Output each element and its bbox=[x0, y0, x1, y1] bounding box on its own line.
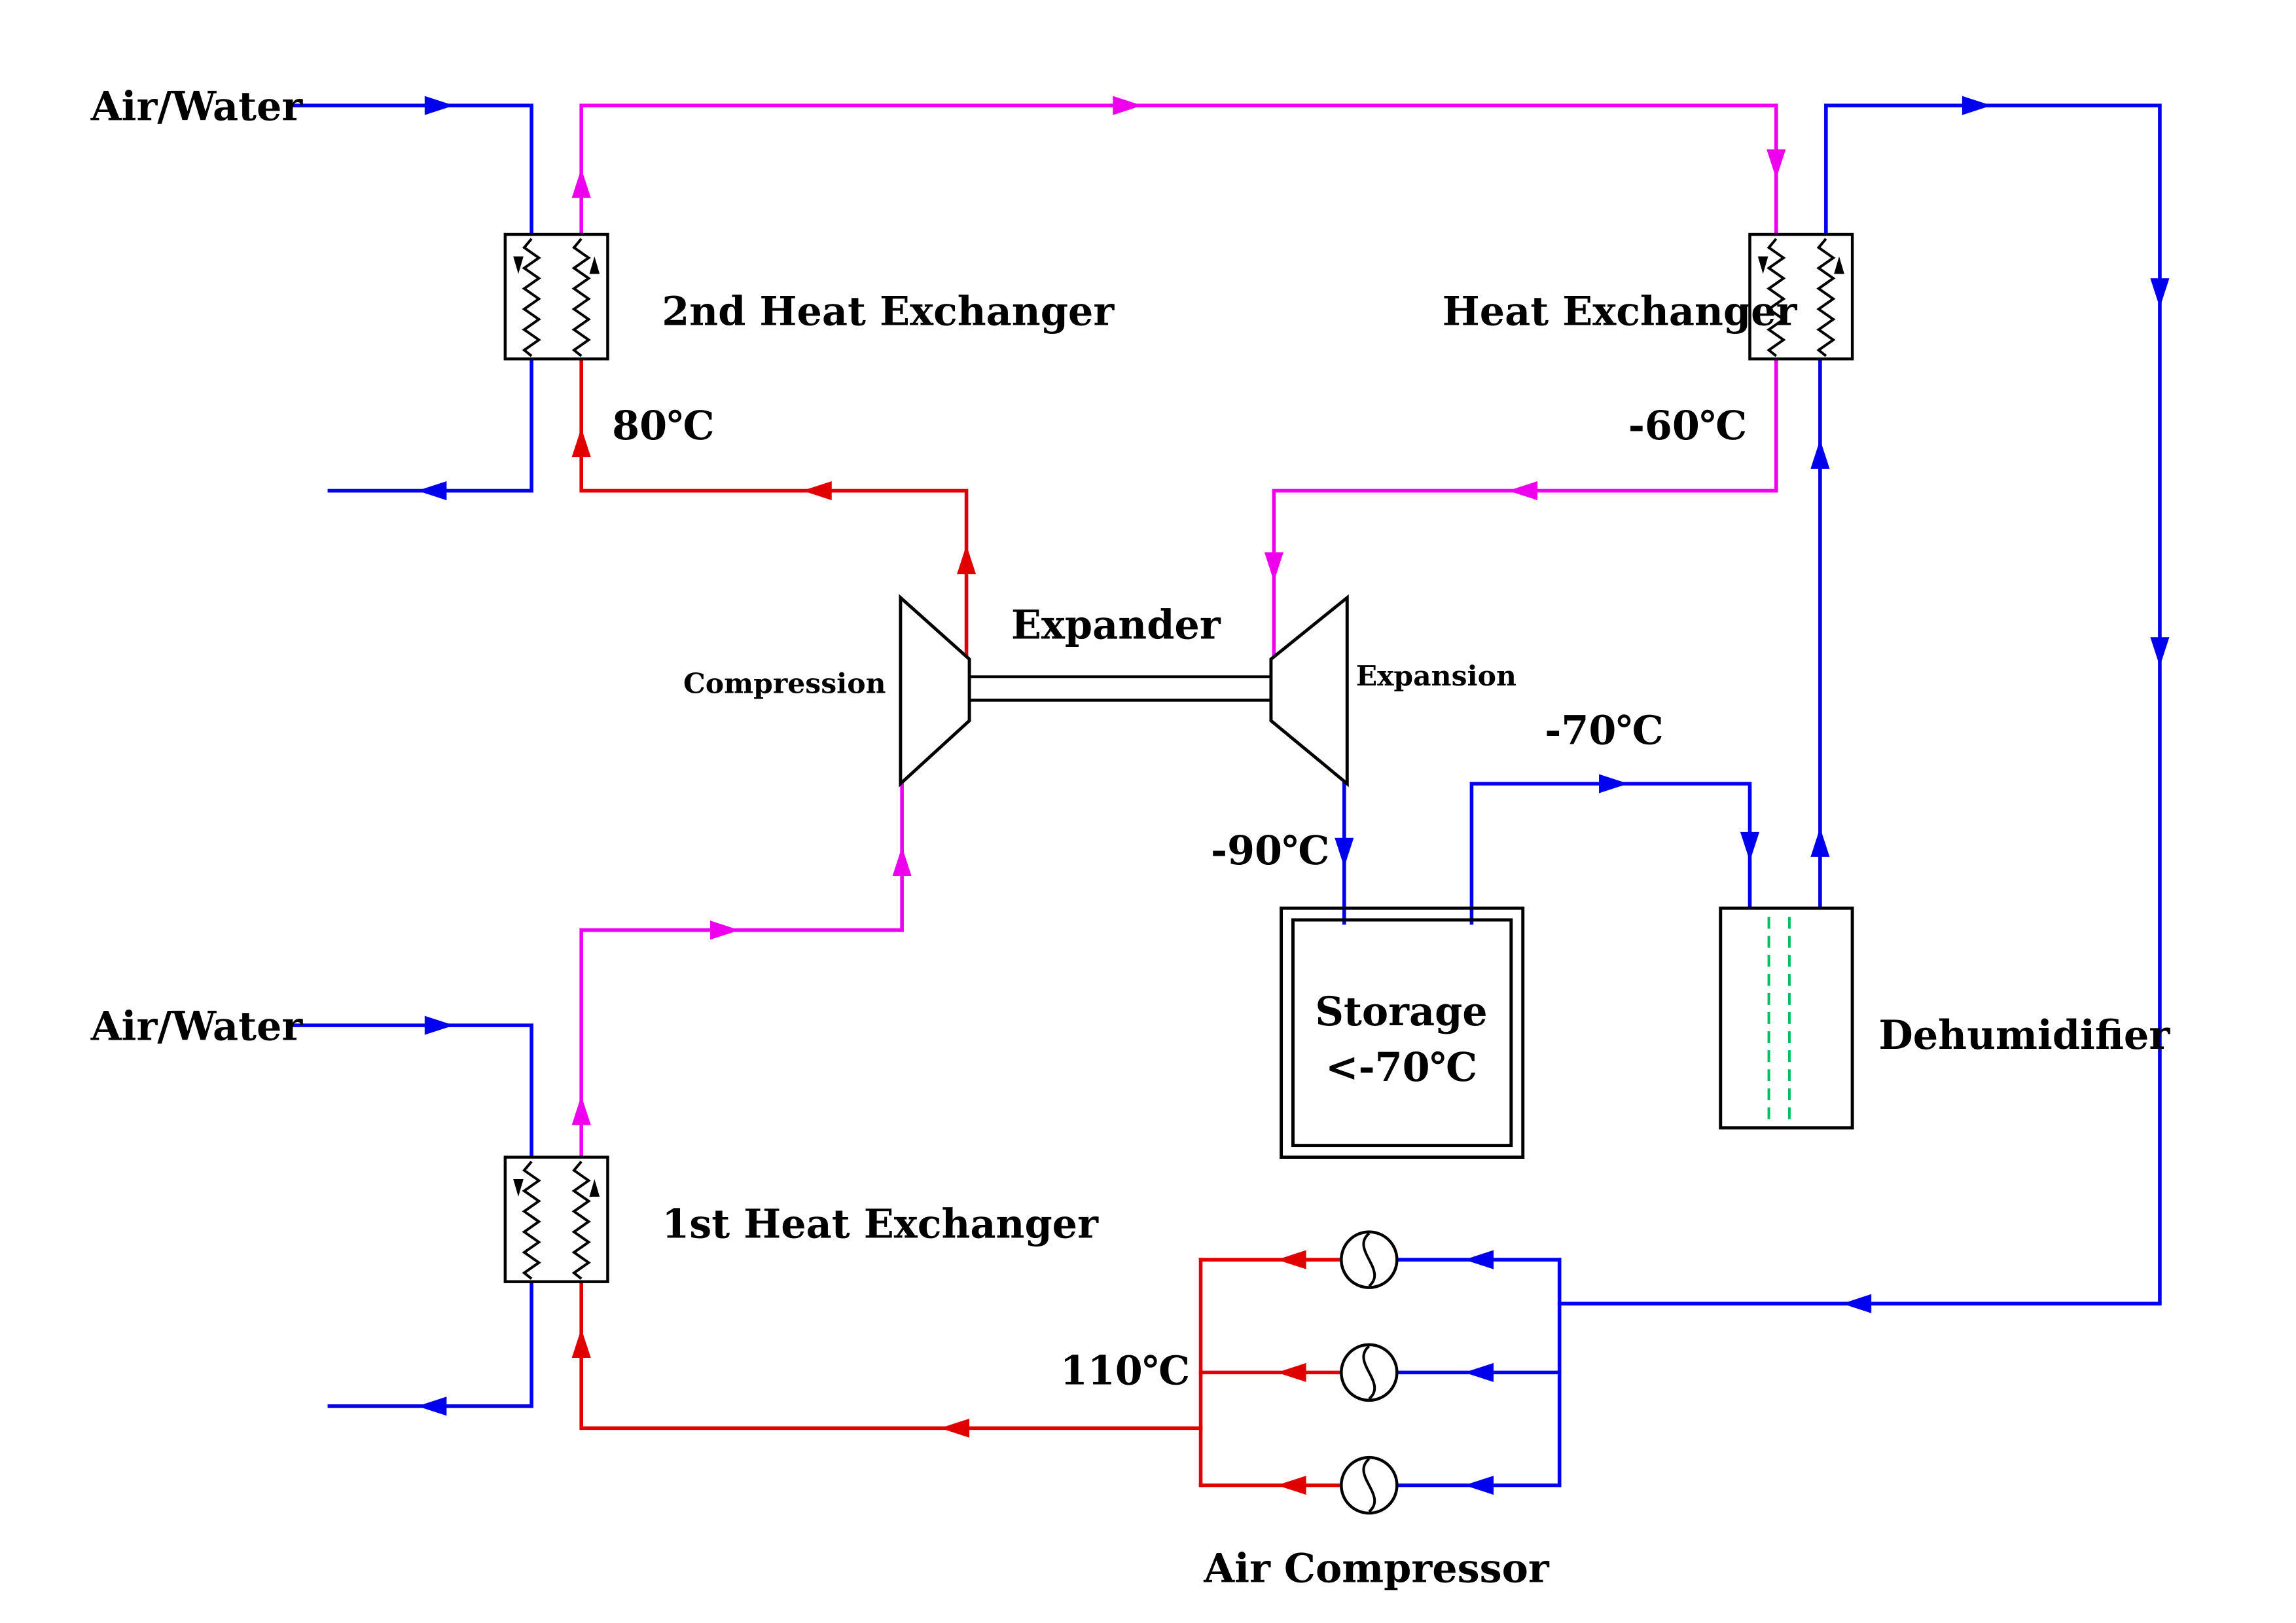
first-heat-exchanger-label: 1st Heat Exchanger bbox=[662, 1201, 1099, 1248]
flow-arrow bbox=[1464, 1476, 1494, 1495]
temp-after-storage: -70℃ bbox=[1545, 708, 1663, 754]
storage-label-line2: <-70℃ bbox=[1325, 1044, 1477, 1091]
flow-arrow bbox=[892, 847, 912, 876]
flow-arrow bbox=[571, 1095, 591, 1125]
dehumidifier-label: Dehumidifier bbox=[1878, 1012, 2170, 1059]
second-heat-exchanger-symbol bbox=[505, 234, 608, 359]
expander-label: Expander bbox=[1011, 602, 1221, 649]
dehumidifier-box bbox=[1719, 906, 1854, 1130]
flow-arrow bbox=[1810, 439, 1830, 469]
air-compressor-label: Air Compressor bbox=[1203, 1545, 1550, 1592]
compression-label: Compression bbox=[683, 667, 886, 700]
storage-tank-outer-wall bbox=[1280, 906, 1525, 1159]
flow-line-airwater-supply-bottom bbox=[291, 1023, 533, 1159]
flow-arrow bbox=[1264, 552, 1283, 582]
flow-arrow bbox=[1276, 1250, 1306, 1269]
hot-air-flow-lines bbox=[579, 357, 1344, 1487]
storage-label-line1: Storage bbox=[1315, 989, 1487, 1035]
diagram-labels: Air/Water Air/Water 2nd Heat Exchanger H… bbox=[90, 84, 2171, 1592]
cold-air-flow-arrows bbox=[417, 96, 2170, 1495]
flow-arrow bbox=[424, 96, 454, 115]
temp-after-expander: -90℃ bbox=[1211, 828, 1329, 874]
flow-line-hx1-to-compression bbox=[579, 780, 904, 1159]
hot-air-flow-arrows bbox=[571, 428, 1306, 1495]
flow-arrow bbox=[710, 921, 740, 940]
flow-line-airwater-return-top bbox=[327, 357, 533, 493]
flow-arrow bbox=[1599, 774, 1628, 793]
flow-arrow bbox=[2150, 637, 2170, 667]
flow-line-airwater-supply-top bbox=[291, 103, 533, 236]
flow-arrow bbox=[417, 1396, 447, 1416]
flow-arrow bbox=[1464, 1250, 1494, 1269]
air-water-label-bottom: Air/Water bbox=[90, 1004, 304, 1050]
flow-arrow bbox=[1810, 828, 1830, 857]
process-air-flow-arrows bbox=[571, 96, 1786, 1125]
flow-arrow bbox=[1335, 837, 1354, 867]
second-heat-exchanger-label: 2nd Heat Exchanger bbox=[662, 289, 1115, 335]
equipment-symbols bbox=[505, 234, 1854, 1513]
flow-arrow bbox=[940, 1418, 970, 1438]
expansion-label: Expansion bbox=[1356, 660, 1516, 693]
flow-arrow bbox=[1276, 1362, 1306, 1382]
air-compressor-unit-1 bbox=[1341, 1232, 1397, 1288]
air-compressor-unit-2 bbox=[1341, 1345, 1397, 1400]
flow-line-airwater-return-bottom bbox=[327, 1279, 533, 1408]
flow-arrow bbox=[571, 428, 591, 458]
flow-arrow bbox=[424, 1015, 454, 1035]
right-heat-exchanger-label: Heat Exchanger bbox=[1443, 289, 1798, 335]
flow-arrow bbox=[957, 545, 977, 575]
flow-arrow bbox=[802, 481, 832, 501]
expansion-cone bbox=[1269, 594, 1349, 788]
dehumidifier-media-lines bbox=[1767, 917, 1791, 1120]
flow-arrow bbox=[571, 168, 591, 198]
flow-arrow bbox=[1508, 481, 1538, 501]
flow-arrow bbox=[1767, 149, 1786, 179]
flow-arrow bbox=[1740, 831, 1760, 862]
flow-arrow bbox=[417, 481, 447, 501]
flow-line-storage-to-dehumidifier bbox=[1469, 782, 1752, 925]
temp-after-compressor: 110℃ bbox=[1060, 1347, 1190, 1394]
temp-after-2nd-hx: 80℃ bbox=[612, 403, 714, 449]
first-heat-exchanger-symbol bbox=[505, 1157, 608, 1281]
flow-arrow bbox=[1276, 1476, 1306, 1495]
flow-arrow bbox=[1962, 96, 1992, 115]
flow-arrow bbox=[1842, 1294, 1872, 1313]
temp-after-right-hx: -60℃ bbox=[1628, 403, 1747, 449]
storage-tank-inner-wall bbox=[1291, 918, 1513, 1148]
flow-arrow bbox=[2150, 278, 2170, 308]
flow-line-hx-to-compressor bbox=[1557, 103, 2162, 1306]
flow-arrow bbox=[1113, 96, 1143, 115]
air-compressor-unit-3 bbox=[1341, 1457, 1397, 1513]
flow-arrow bbox=[1464, 1362, 1494, 1382]
air-water-label-top: Air/Water bbox=[90, 84, 304, 130]
flow-arrow bbox=[571, 1328, 591, 1358]
flow-line-hx2-to-right-hx bbox=[579, 103, 1778, 236]
compression-cone bbox=[899, 594, 971, 788]
expander-shaft bbox=[967, 675, 1273, 702]
